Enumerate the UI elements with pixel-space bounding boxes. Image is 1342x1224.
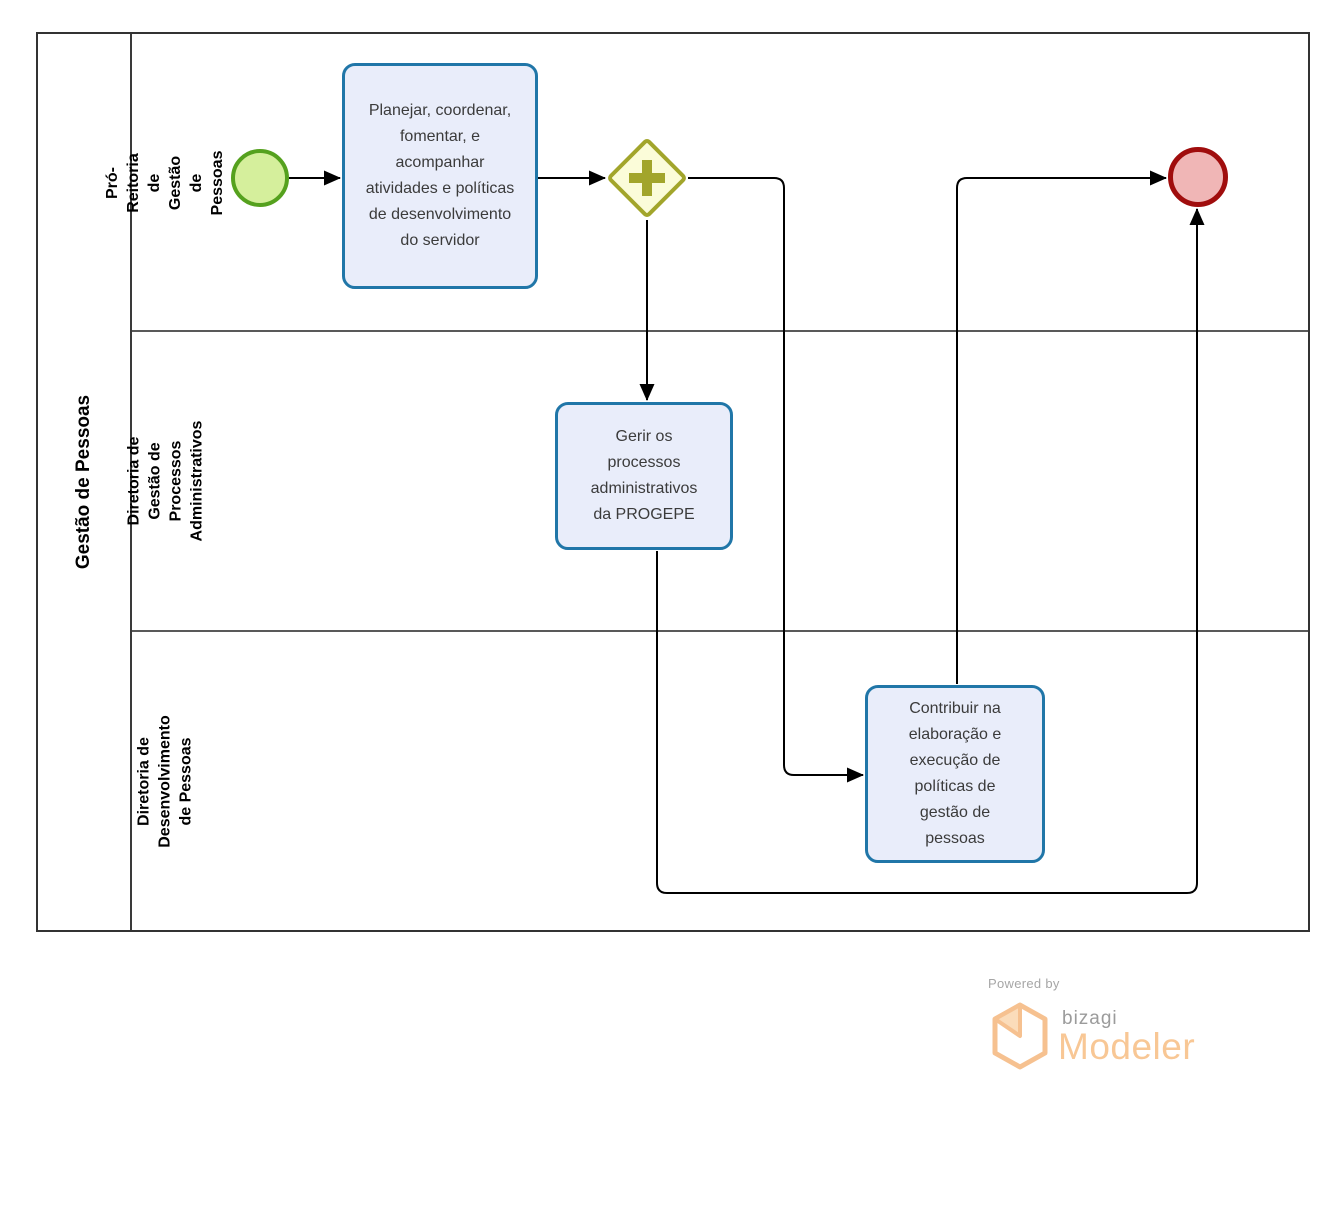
sequence-flow-gerir-to-end [656, 208, 1205, 894]
modeler-product-label: Modeler [1058, 1026, 1196, 1067]
task-planejar[interactable]: Planejar, coordenar, fomentar, e acompan… [342, 63, 538, 289]
sequence-flow-contribuir-to-end [956, 170, 1167, 684]
sequence-flow-gateway-to-contribuir [688, 177, 864, 783]
bizagi-logo-icon [992, 1002, 1048, 1070]
end-event[interactable] [1168, 147, 1228, 207]
task-contribuir[interactable]: Contribuir na elaboração e execução de p… [865, 685, 1045, 863]
task-label: Contribuir na elaboração e execução de p… [908, 700, 1002, 847]
powered-by-label: Powered by [988, 976, 1060, 991]
task-label: Planejar, coordenar, fomentar, e acompan… [365, 102, 515, 249]
start-event[interactable] [231, 149, 289, 207]
bizagi-brand-label: bizagi [1062, 1008, 1118, 1029]
task-label: Gerir os processos administrativos da PR… [590, 428, 698, 523]
task-gerir[interactable]: Gerir os processos administrativos da PR… [555, 402, 733, 550]
lane-separator [132, 330, 1308, 332]
pool-label-band[interactable]: Gestão de Pessoas [38, 34, 132, 930]
lane-separator [132, 630, 1308, 632]
plus-icon [622, 153, 672, 203]
